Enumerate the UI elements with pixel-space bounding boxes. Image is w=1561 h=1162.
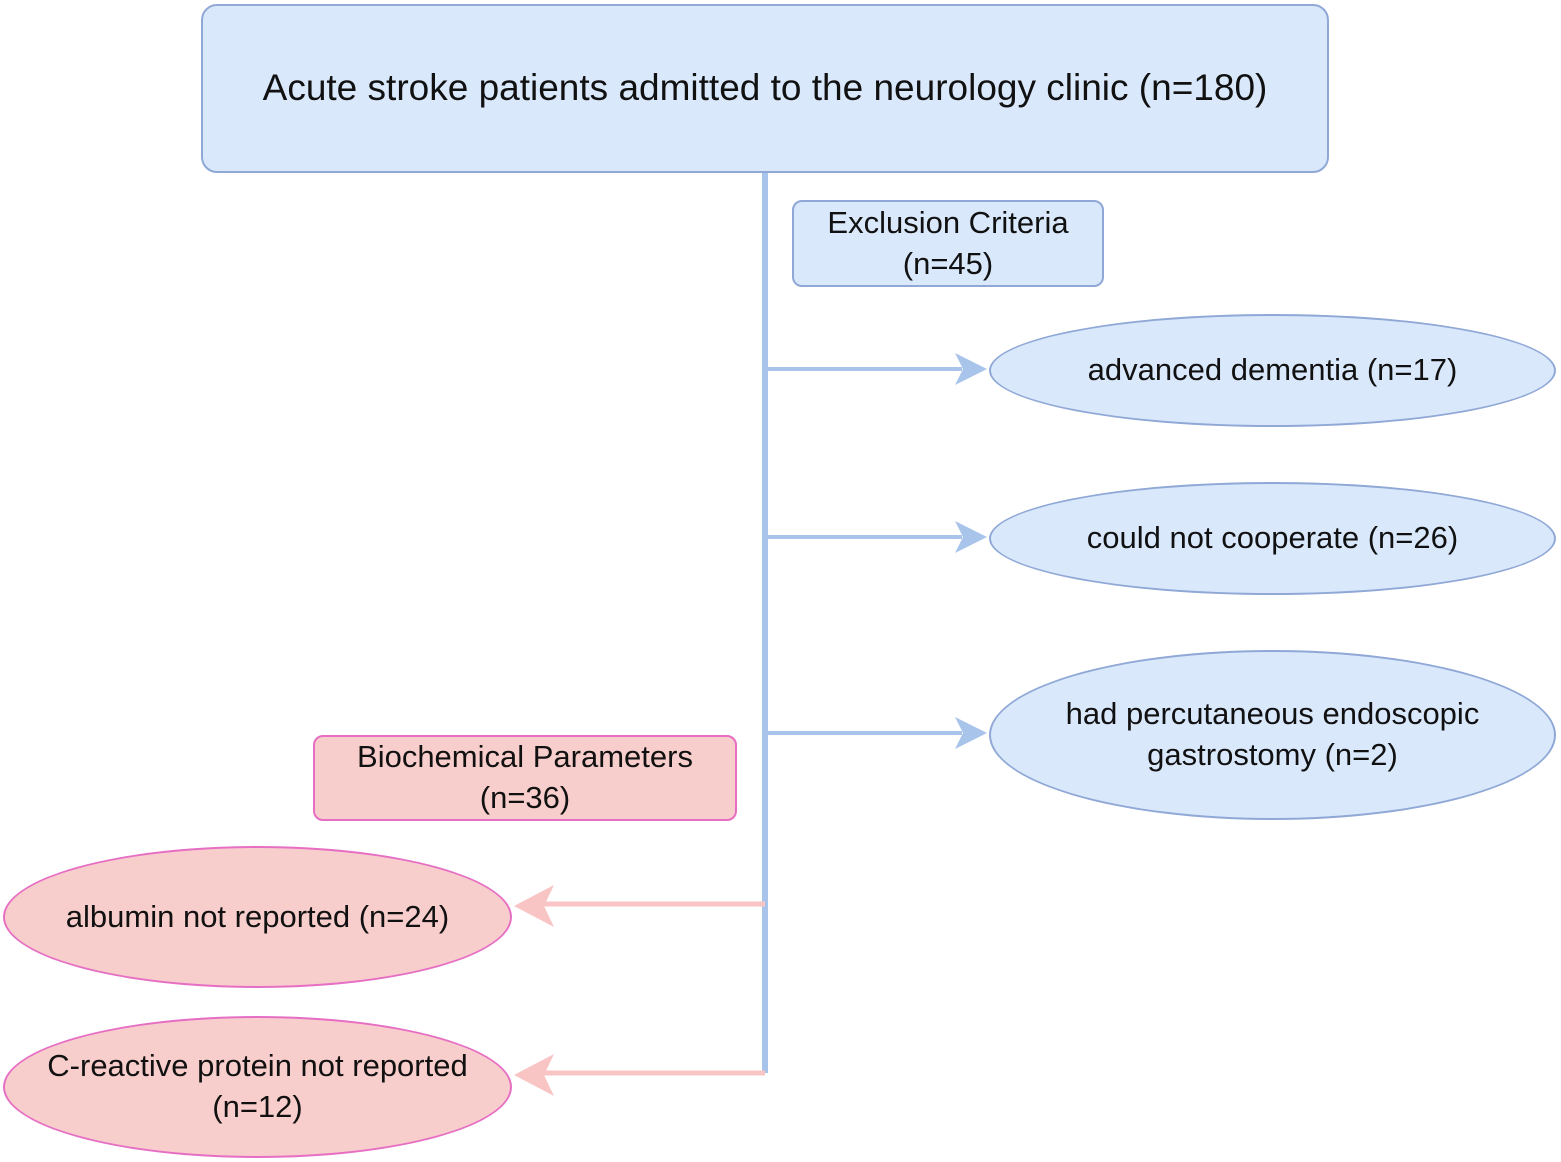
exclusion-item-label: had percutaneous endoscopic <box>1065 696 1480 732</box>
arrow-to-albumin <box>514 885 765 927</box>
cohort-box: Acute stroke patients admitted to the ne… <box>201 4 1329 173</box>
exclusion-advanced-dementia: advanced dementia (n=17) <box>989 314 1556 427</box>
biochemical-albumin: albumin not reported (n=24) <box>3 846 512 988</box>
arrow-to-advanced-dementia <box>765 353 987 385</box>
exclusion-could-not-cooperate: could not cooperate (n=26) <box>989 482 1556 595</box>
arrow-to-could-not-cooperate <box>765 521 987 553</box>
exclusion-item-label-2: gastrostomy (n=2) <box>1147 737 1398 772</box>
arrow-to-crp <box>514 1054 765 1096</box>
biochemical-count: (n=36) <box>479 780 571 815</box>
biochemical-parameters-box: Biochemical Parameters (n=36) <box>313 735 737 821</box>
exclusion-criteria-box: Exclusion Criteria (n=45) <box>792 200 1104 287</box>
biochemical-item-label: albumin not reported (n=24) <box>65 898 450 934</box>
exclusion-item-label: advanced dementia (n=17) <box>1087 352 1458 388</box>
cohort-label: Acute stroke patients admitted to the ne… <box>262 67 1268 109</box>
biochemical-item-label: C-reactive protein not reported <box>47 1048 468 1084</box>
exclusion-count: (n=45) <box>902 245 994 281</box>
biochemical-item-label-2: (n=12) <box>212 1089 303 1124</box>
biochemical-crp: C-reactive protein not reported (n=12) <box>3 1016 512 1158</box>
exclusion-label: Exclusion Criteria <box>827 204 1069 240</box>
exclusion-peg: had percutaneous endoscopic gastrostomy … <box>989 650 1556 820</box>
biochemical-label: Biochemical Parameters <box>357 739 693 775</box>
exclusion-item-label: could not cooperate (n=26) <box>1086 520 1459 556</box>
arrow-to-peg <box>765 717 987 749</box>
